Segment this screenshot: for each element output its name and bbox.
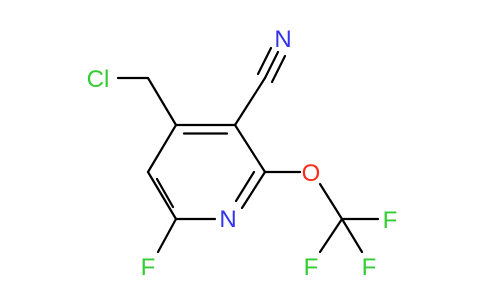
atom-label-f-cf3-right: F bbox=[383, 207, 398, 234]
atom-label-f-cf3-bottom: F bbox=[362, 254, 377, 281]
bond-c3-c2 bbox=[233, 123, 267, 174]
bond-c6-c5-inner bbox=[155, 177, 175, 209]
bond-nitrile-3 bbox=[270, 54, 287, 84]
atom-label-cl: Cl bbox=[87, 66, 110, 93]
pyridine-ring bbox=[146, 123, 267, 221]
bond-c2-n1 bbox=[240, 170, 267, 210]
atom-labels: Cl N N O F F F F bbox=[87, 26, 398, 281]
atom-label-o: O bbox=[302, 160, 321, 187]
substituent-bonds bbox=[116, 46, 380, 254]
atom-label-f-cf3-left: F bbox=[304, 254, 319, 281]
atom-label-n-nitrile: N bbox=[274, 26, 291, 53]
bond-c6-f bbox=[156, 217, 178, 254]
bond-cf3-f-bottom bbox=[340, 217, 364, 254]
bond-c2-n1-inner bbox=[234, 170, 256, 203]
bond-c5-c4 bbox=[146, 123, 178, 174]
atom-label-n-ring: N bbox=[219, 206, 236, 233]
bond-o-cf3 bbox=[318, 182, 344, 221]
bond-c4-ch2 bbox=[146, 76, 178, 127]
atom-label-f-ring: F bbox=[141, 254, 156, 281]
bond-nitrile-1 bbox=[263, 50, 280, 80]
bond-c6-c5 bbox=[146, 170, 178, 221]
bond-cf3-f-left bbox=[318, 217, 344, 254]
bond-nitrile-2 bbox=[256, 46, 273, 76]
bond-c3-cn bbox=[233, 76, 267, 127]
